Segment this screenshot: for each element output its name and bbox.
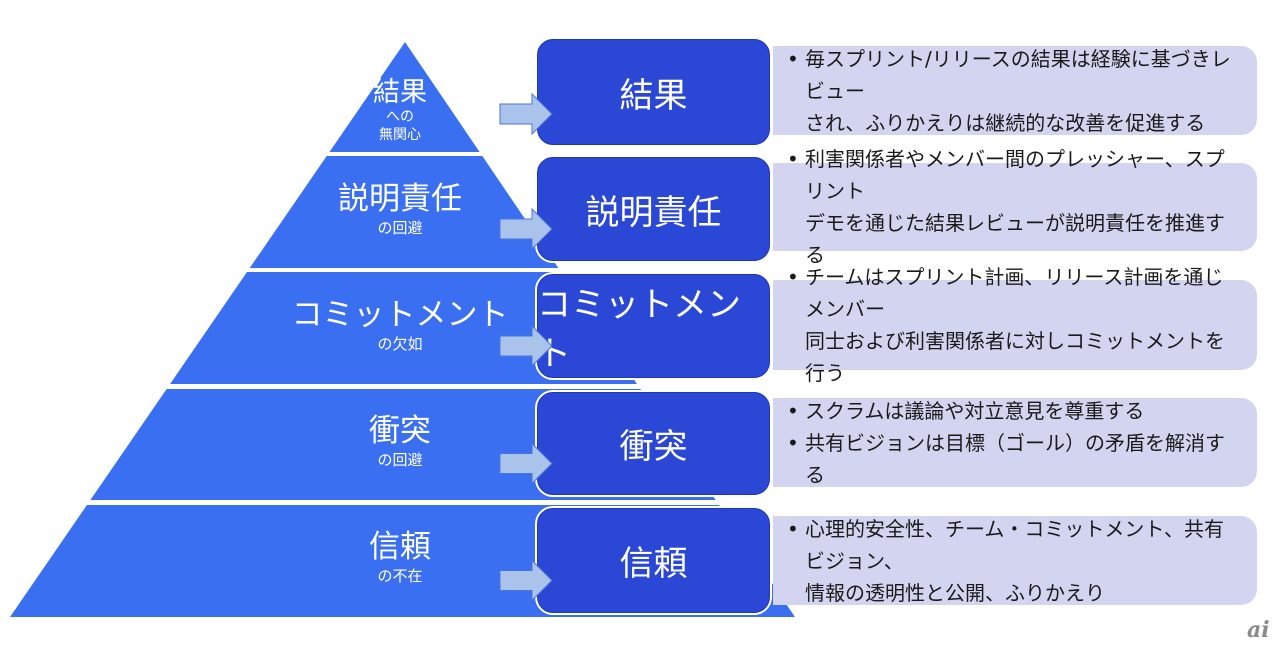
description-line: •利害関係者やメンバー間のプレッシャー、スプリント <box>787 143 1243 207</box>
tier-card-label: 結果 <box>619 75 688 116</box>
pyramid-tier-subtitle: の回避 <box>377 219 423 238</box>
tier-card: 説明責任 <box>535 155 772 263</box>
description-text: 利害関係者やメンバー間のプレッシャー、スプリント <box>805 147 1225 203</box>
pyramid-tier-subtitle: への <box>386 108 414 125</box>
description-text: 心理的安全性、チーム・コミットメント、共有ビジョン、 <box>805 516 1224 573</box>
description-line: •共有ビジョンは目標（ゴール）の矛盾を解消する <box>787 427 1243 491</box>
pyramid-tier-subtitle: の不在 <box>377 567 423 586</box>
pyramid-tier-1 <box>329 42 480 152</box>
tier-description: •スクラムは議論や対立意見を尊重する•共有ビジョンは目標（ゴール）の矛盾を解消す… <box>773 398 1257 487</box>
description-line: •心理的安全性、チーム・コミットメント、共有ビジョン、 <box>787 513 1243 577</box>
tier-card: 結果 <box>535 37 772 147</box>
description-text: 毎スプリント/リリースの結果は経験に基づきレビュー <box>805 46 1231 103</box>
tier-description: •心理的安全性、チーム・コミットメント、共有ビジョン、情報の透明性と公開、ふりか… <box>773 516 1257 605</box>
tier-description: •チームはスプリント計画、リリース計画を通じメンバー同士および利害関係者に対しコ… <box>773 265 1257 385</box>
description-line: 同士および利害関係者に対しコミットメントを行う <box>787 325 1243 389</box>
description-text: 同士および利害関係者に対しコミットメントを行う <box>805 329 1225 385</box>
pyramid-tier-subtitle: の回避 <box>377 451 423 470</box>
bullet-icon: • <box>787 430 799 455</box>
description-text: 共有ビジョンは目標（ゴール）の矛盾を解消する <box>805 430 1225 487</box>
pyramid-tier-subtitle: の欠如 <box>377 335 423 354</box>
pyramid-tier-title: 衝突 <box>369 413 431 449</box>
pyramid-tier-subtitle: 無関心 <box>379 127 421 144</box>
description-text: 情報の透明性と公開、ふりかえり <box>805 580 1105 605</box>
tier-card: コミットメント <box>535 272 772 380</box>
bullet-icon: • <box>787 398 799 423</box>
pyramid-tier-title: コミットメント <box>291 297 509 333</box>
description-line: 情報の透明性と公開、ふりかえり <box>787 577 1243 609</box>
tier-description: •毎スプリント/リリースの結果は経験に基づきレビューされ、ふりかえりは継続的な改… <box>773 46 1257 135</box>
tier-card-label: 説明責任 <box>585 192 722 233</box>
description-text: チームはスプリント計画、リリース計画を通じメンバー <box>805 265 1224 321</box>
tier-card: 信頼 <box>535 506 772 615</box>
tier-card-label: コミットメント <box>537 285 741 374</box>
description-text: スクラムは議論や対立意見を尊重する <box>805 398 1145 423</box>
pyramid-tier-label: コミットメントの欠如 <box>290 298 510 353</box>
tier-card-label: 衝突 <box>619 427 688 467</box>
bullet-icon: • <box>787 265 799 289</box>
description-line: •毎スプリント/リリースの結果は経験に基づきレビュー <box>787 43 1243 107</box>
pyramid-tier-title: 信頼 <box>369 529 431 565</box>
description-text: デモを通じた結果レビューが説明責任を推進する <box>805 211 1225 267</box>
description-text: され、ふりかえりは継続的な改善を促進する <box>805 110 1206 135</box>
description-line: され、ふりかえりは継続的な改善を促進する <box>787 107 1243 139</box>
pyramid-tier-label: 信頼の不在 <box>290 530 510 585</box>
description-line: •チームはスプリント計画、リリース計画を通じメンバー <box>787 261 1243 325</box>
pyramid-tier-label: 説明責任の回避 <box>290 182 510 237</box>
pyramid-tier-title: 説明責任 <box>338 181 462 217</box>
description-line: デモを通じた結果レビューが説明責任を推進する <box>787 207 1243 271</box>
tier-card: 衝突 <box>535 390 772 497</box>
tier-description: •利害関係者やメンバー間のプレッシャー、スプリントデモを通じた結果レビューが説明… <box>773 147 1257 267</box>
pyramid-tier-title: 結果 <box>373 77 427 108</box>
pyramid-tier-label: 衝突の回避 <box>290 414 510 469</box>
tier-card-label: 信頼 <box>619 544 688 584</box>
bullet-icon: • <box>787 516 799 541</box>
bullet-icon: • <box>787 46 799 71</box>
description-line: •スクラムは議論や対立意見を尊重する <box>787 395 1243 427</box>
pyramid-tier-label: 結果への無関心 <box>290 78 510 143</box>
publisher-logo: ai <box>1247 617 1270 643</box>
bullet-icon: • <box>787 147 799 171</box>
pyramid-tier-2 <box>249 156 559 268</box>
